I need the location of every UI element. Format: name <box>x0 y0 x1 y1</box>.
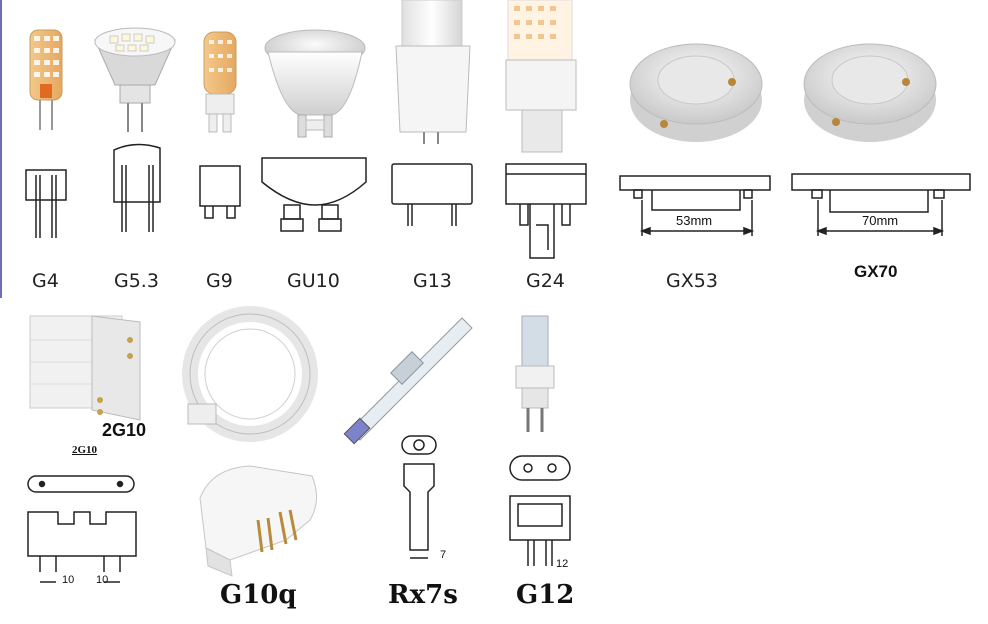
g12-drawing <box>509 455 571 566</box>
g4-photo <box>29 29 63 130</box>
dimension-g12-spacing: 12 <box>556 558 569 570</box>
g10q-socket-photo <box>199 465 317 577</box>
gx53-drawing <box>619 175 771 236</box>
left-border-line <box>0 0 2 298</box>
label-g9: G9 <box>206 270 233 292</box>
gx70-photo <box>803 43 937 142</box>
label-g10q: G10q <box>220 580 297 610</box>
g4-drawing <box>25 169 67 238</box>
g53-photo <box>94 27 176 132</box>
g13-photo <box>395 0 471 144</box>
label-g12: G12 <box>516 580 575 610</box>
gx70-drawing <box>791 173 971 236</box>
label-gx53: GX53 <box>666 270 718 292</box>
label-g24: G24 <box>526 270 565 292</box>
label-gu10: GU10 <box>287 270 340 292</box>
gx70-dimension-label: 70mm <box>862 213 899 228</box>
caption-2g10: 2G10 <box>72 444 98 456</box>
g9-photo <box>203 31 237 133</box>
g10q-photo <box>182 306 318 442</box>
label-rx7s: Rx7s <box>388 580 458 610</box>
gu10-photo <box>264 29 366 138</box>
dimension-rx7s-width: 7 <box>440 549 447 561</box>
label-g13: G13 <box>413 270 452 292</box>
g13-drawing <box>391 163 473 226</box>
label-g4: G4 <box>32 270 59 292</box>
2g10-photo <box>29 315 141 421</box>
label-2g10: 2G10 <box>102 420 147 440</box>
dimension-pin-spacing-b: 10 <box>96 574 109 586</box>
g24-photo <box>505 0 577 153</box>
gu10-drawing <box>261 157 367 232</box>
g53-drawing <box>113 143 161 232</box>
label-g5-3: G5.3 <box>114 270 159 292</box>
rx7s-drawing <box>401 435 437 559</box>
dimension-pin-spacing-a: 10 <box>62 574 75 586</box>
g24-drawing <box>505 163 587 259</box>
label-gx70: GX70 <box>854 262 898 281</box>
g12-photo <box>515 315 555 432</box>
gx53-dimension-label: 53mm <box>676 213 713 228</box>
g9-drawing <box>199 165 241 219</box>
rx7s-photo <box>343 317 473 445</box>
2g10-drawing <box>27 475 137 583</box>
gx53-photo <box>629 43 763 142</box>
